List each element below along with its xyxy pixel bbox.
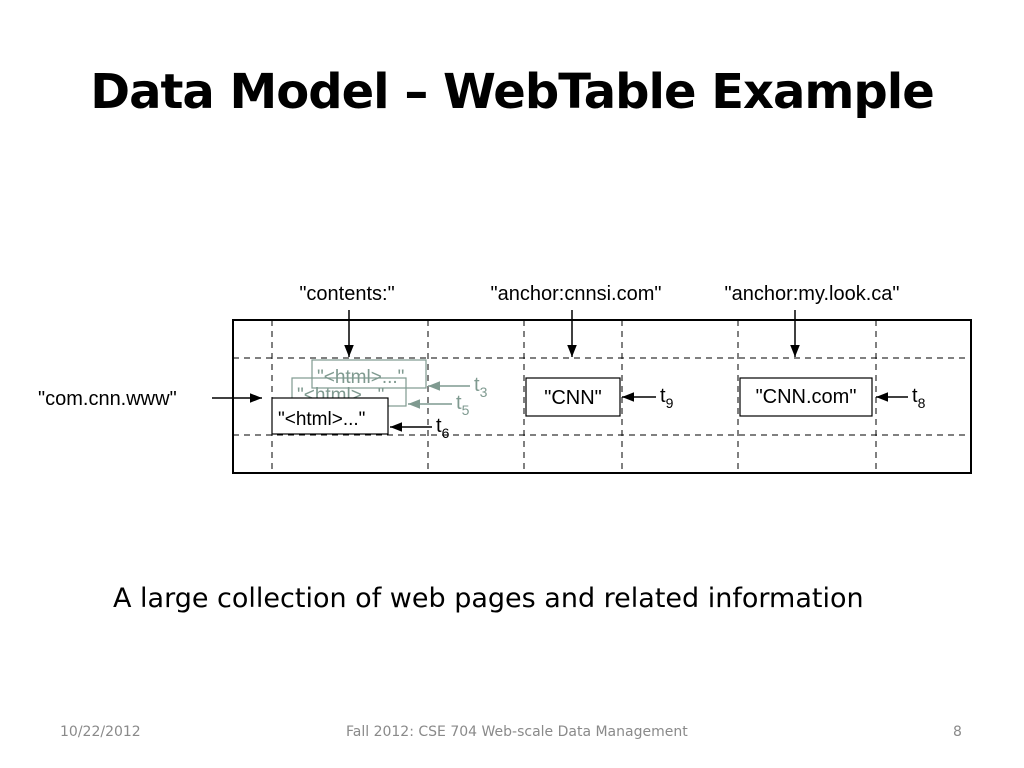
version-box-t6: [271, 397, 389, 435]
timestamp-t5-subscript: 5: [462, 402, 470, 418]
timestamp-t8-subscript: 8: [918, 395, 926, 411]
cell-value-mylook: "CNN.com": [756, 386, 857, 408]
column-label-anchor-mylook: "anchor:my.look.ca": [724, 283, 899, 305]
timestamp-t9-letter: t: [660, 385, 666, 407]
row-key-label: "com.cnn.www": [38, 388, 177, 410]
timestamp-t3: t3: [474, 374, 488, 400]
timestamp-t8: t8: [912, 385, 926, 411]
version-value-t6: "<html>...": [278, 409, 365, 430]
footer-page-number: 8: [953, 724, 962, 740]
cell-box-mylook: [739, 377, 873, 417]
footer-course: Fall 2012: CSE 704 Web-scale Data Manage…: [346, 724, 688, 740]
timestamp-t6-letter: t: [436, 415, 442, 437]
timestamp-t3-letter: t: [474, 374, 480, 396]
table-outline: [232, 319, 972, 474]
footer-date: 10/22/2012: [60, 724, 141, 740]
slide-title: Data Model – WebTable Example: [90, 64, 935, 120]
column-label-contents: "contents:": [299, 283, 394, 305]
timestamp-t5-letter: t: [456, 392, 462, 414]
timestamp-t3-subscript: 3: [480, 384, 488, 400]
timestamp-t6-subscript: 6: [442, 425, 450, 441]
version-box-t3: [311, 359, 427, 389]
timestamp-t9: t9: [660, 385, 674, 411]
table-grid: [233, 320, 971, 473]
timestamp-t8-letter: t: [912, 385, 918, 407]
column-label-anchor-cnnsi: "anchor:cnnsi.com": [491, 283, 662, 305]
timestamp-t9-subscript: 9: [666, 395, 674, 411]
slide-caption: A large collection of web pages and rela…: [113, 583, 864, 614]
timestamp-t6: t6: [436, 415, 450, 441]
cell-value-cnnsi: "CNN": [544, 387, 602, 409]
cell-box-cnnsi: [525, 377, 621, 417]
timestamp-t5: t5: [456, 392, 470, 418]
